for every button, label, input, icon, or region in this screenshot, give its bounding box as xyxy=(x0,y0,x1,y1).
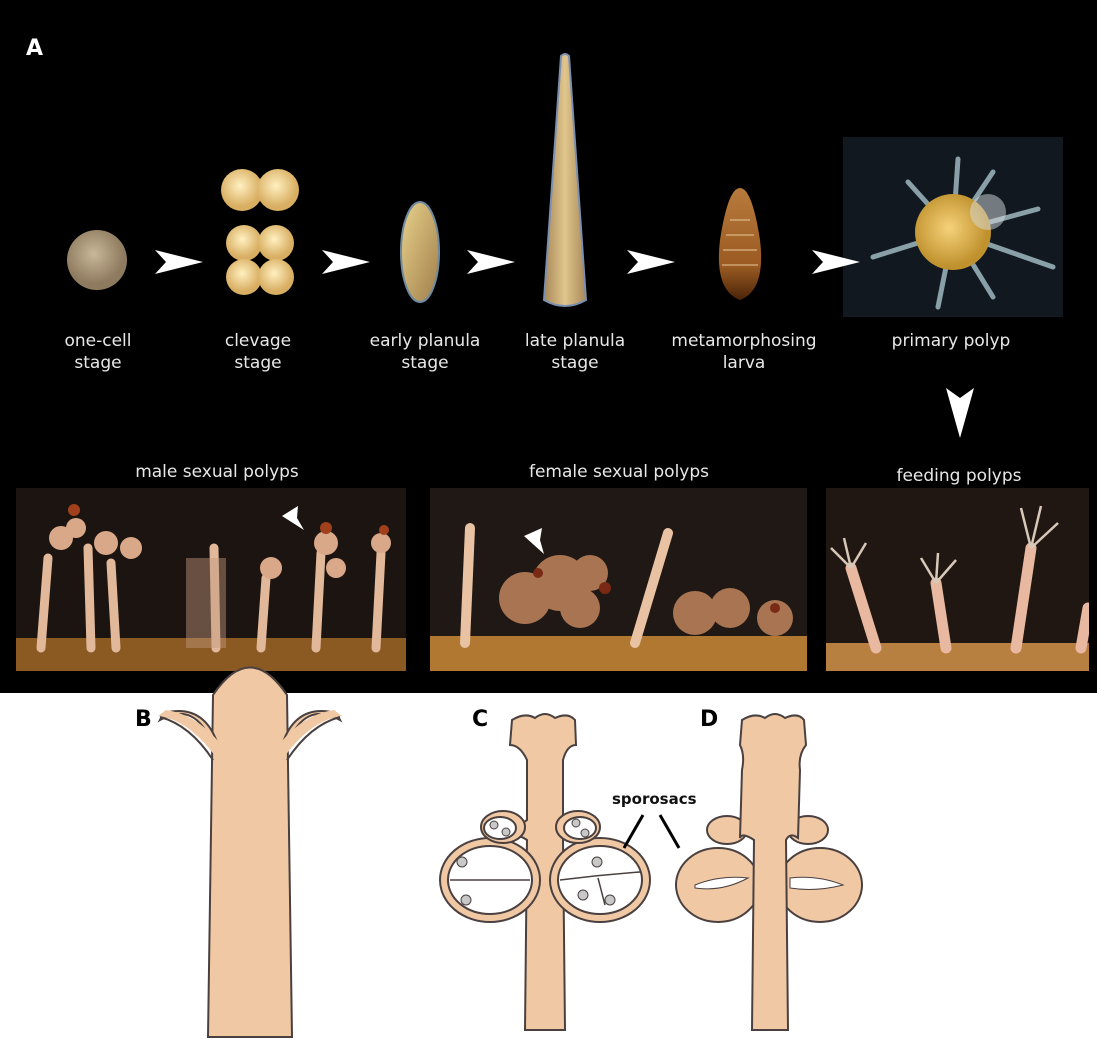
sporosacs-label: sporosacs xyxy=(612,790,697,808)
female-polyp-schematic xyxy=(440,714,650,1030)
sporosacs-pointer-lines xyxy=(624,815,679,848)
male-polyp-schematic xyxy=(676,714,862,1030)
